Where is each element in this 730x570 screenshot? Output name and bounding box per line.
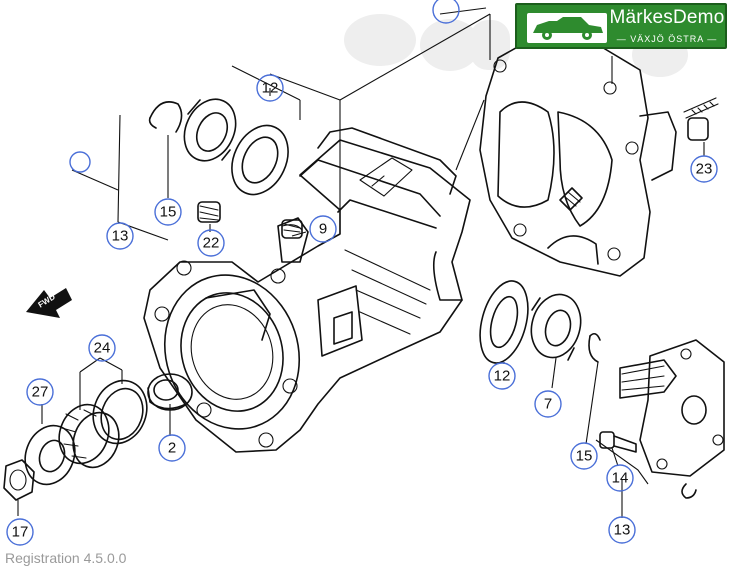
callout-partial-left xyxy=(69,151,91,173)
callout-17[interactable]: 17 xyxy=(6,518,34,546)
callout-24[interactable]: 24 xyxy=(88,334,116,362)
brand-logo: MärkesDemo — VÄXJÖ ÖSTRA — xyxy=(515,3,727,49)
callout-22[interactable]: 22 xyxy=(197,229,225,257)
callout-label: 12 xyxy=(494,368,511,385)
callout-label: 17 xyxy=(12,524,29,541)
bolt-23 xyxy=(683,97,719,141)
washer-27 xyxy=(24,424,76,486)
callout-9[interactable]: 9 xyxy=(309,215,337,243)
callout-12-upper[interactable]: 12 xyxy=(256,74,284,102)
callout-partial-top xyxy=(432,0,460,24)
callout-label: 24 xyxy=(94,340,111,357)
callout-label: 7 xyxy=(544,396,552,413)
drain-plug-22 xyxy=(197,201,221,223)
callout-12-lower[interactable]: 12 xyxy=(488,362,516,390)
forward-direction-arrow: FWD xyxy=(26,288,72,318)
version-label: Registration 4.5.0.0 xyxy=(5,550,127,566)
bolt-14 xyxy=(599,431,637,453)
output-flange xyxy=(619,339,725,477)
leader-lines xyxy=(17,7,705,518)
callout-label: 12 xyxy=(262,80,279,97)
upper-oil-seal xyxy=(183,98,237,162)
brand-tagline: — VÄXJÖ ÖSTRA — xyxy=(616,34,718,44)
upper-snap-ring xyxy=(148,101,183,133)
callout-13-lower[interactable]: 13 xyxy=(608,516,636,544)
callout-label: 15 xyxy=(576,448,593,465)
upper-washer xyxy=(231,124,289,196)
brand-tagline-text: VÄXJÖ ÖSTRA xyxy=(630,34,704,44)
callout-2[interactable]: 2 xyxy=(158,434,186,462)
callout-label: 27 xyxy=(32,384,49,401)
callout-label: 2 xyxy=(168,440,176,457)
side-snap-ring xyxy=(588,332,601,363)
fill-plug-9 xyxy=(281,219,303,239)
callout-27[interactable]: 27 xyxy=(26,378,54,406)
callout-15-lower[interactable]: 15 xyxy=(570,442,598,470)
side-washer xyxy=(479,280,529,364)
callout-label: 14 xyxy=(612,470,629,487)
car-icon xyxy=(527,13,607,43)
callout-label: 22 xyxy=(203,235,220,252)
callout-14[interactable]: 14 xyxy=(606,464,634,492)
differential-housing xyxy=(143,127,471,453)
retaining-ring xyxy=(681,483,697,499)
callout-15-upper[interactable]: 15 xyxy=(154,198,182,226)
rear-cover xyxy=(479,39,677,277)
callout-label: 23 xyxy=(696,161,713,178)
brand-name: MärkesDemo xyxy=(609,7,725,28)
callout-label: 13 xyxy=(112,228,129,245)
callout-label: 9 xyxy=(319,221,327,238)
callout-7[interactable]: 7 xyxy=(534,390,562,418)
bearing-cup-24 xyxy=(92,379,148,445)
callout-23[interactable]: 23 xyxy=(690,155,718,183)
side-oil-seal xyxy=(530,293,582,361)
callout-13-upper[interactable]: 13 xyxy=(106,222,134,250)
nut-17 xyxy=(3,459,35,501)
callout-label: 13 xyxy=(614,522,631,539)
callout-label: 15 xyxy=(160,204,177,221)
